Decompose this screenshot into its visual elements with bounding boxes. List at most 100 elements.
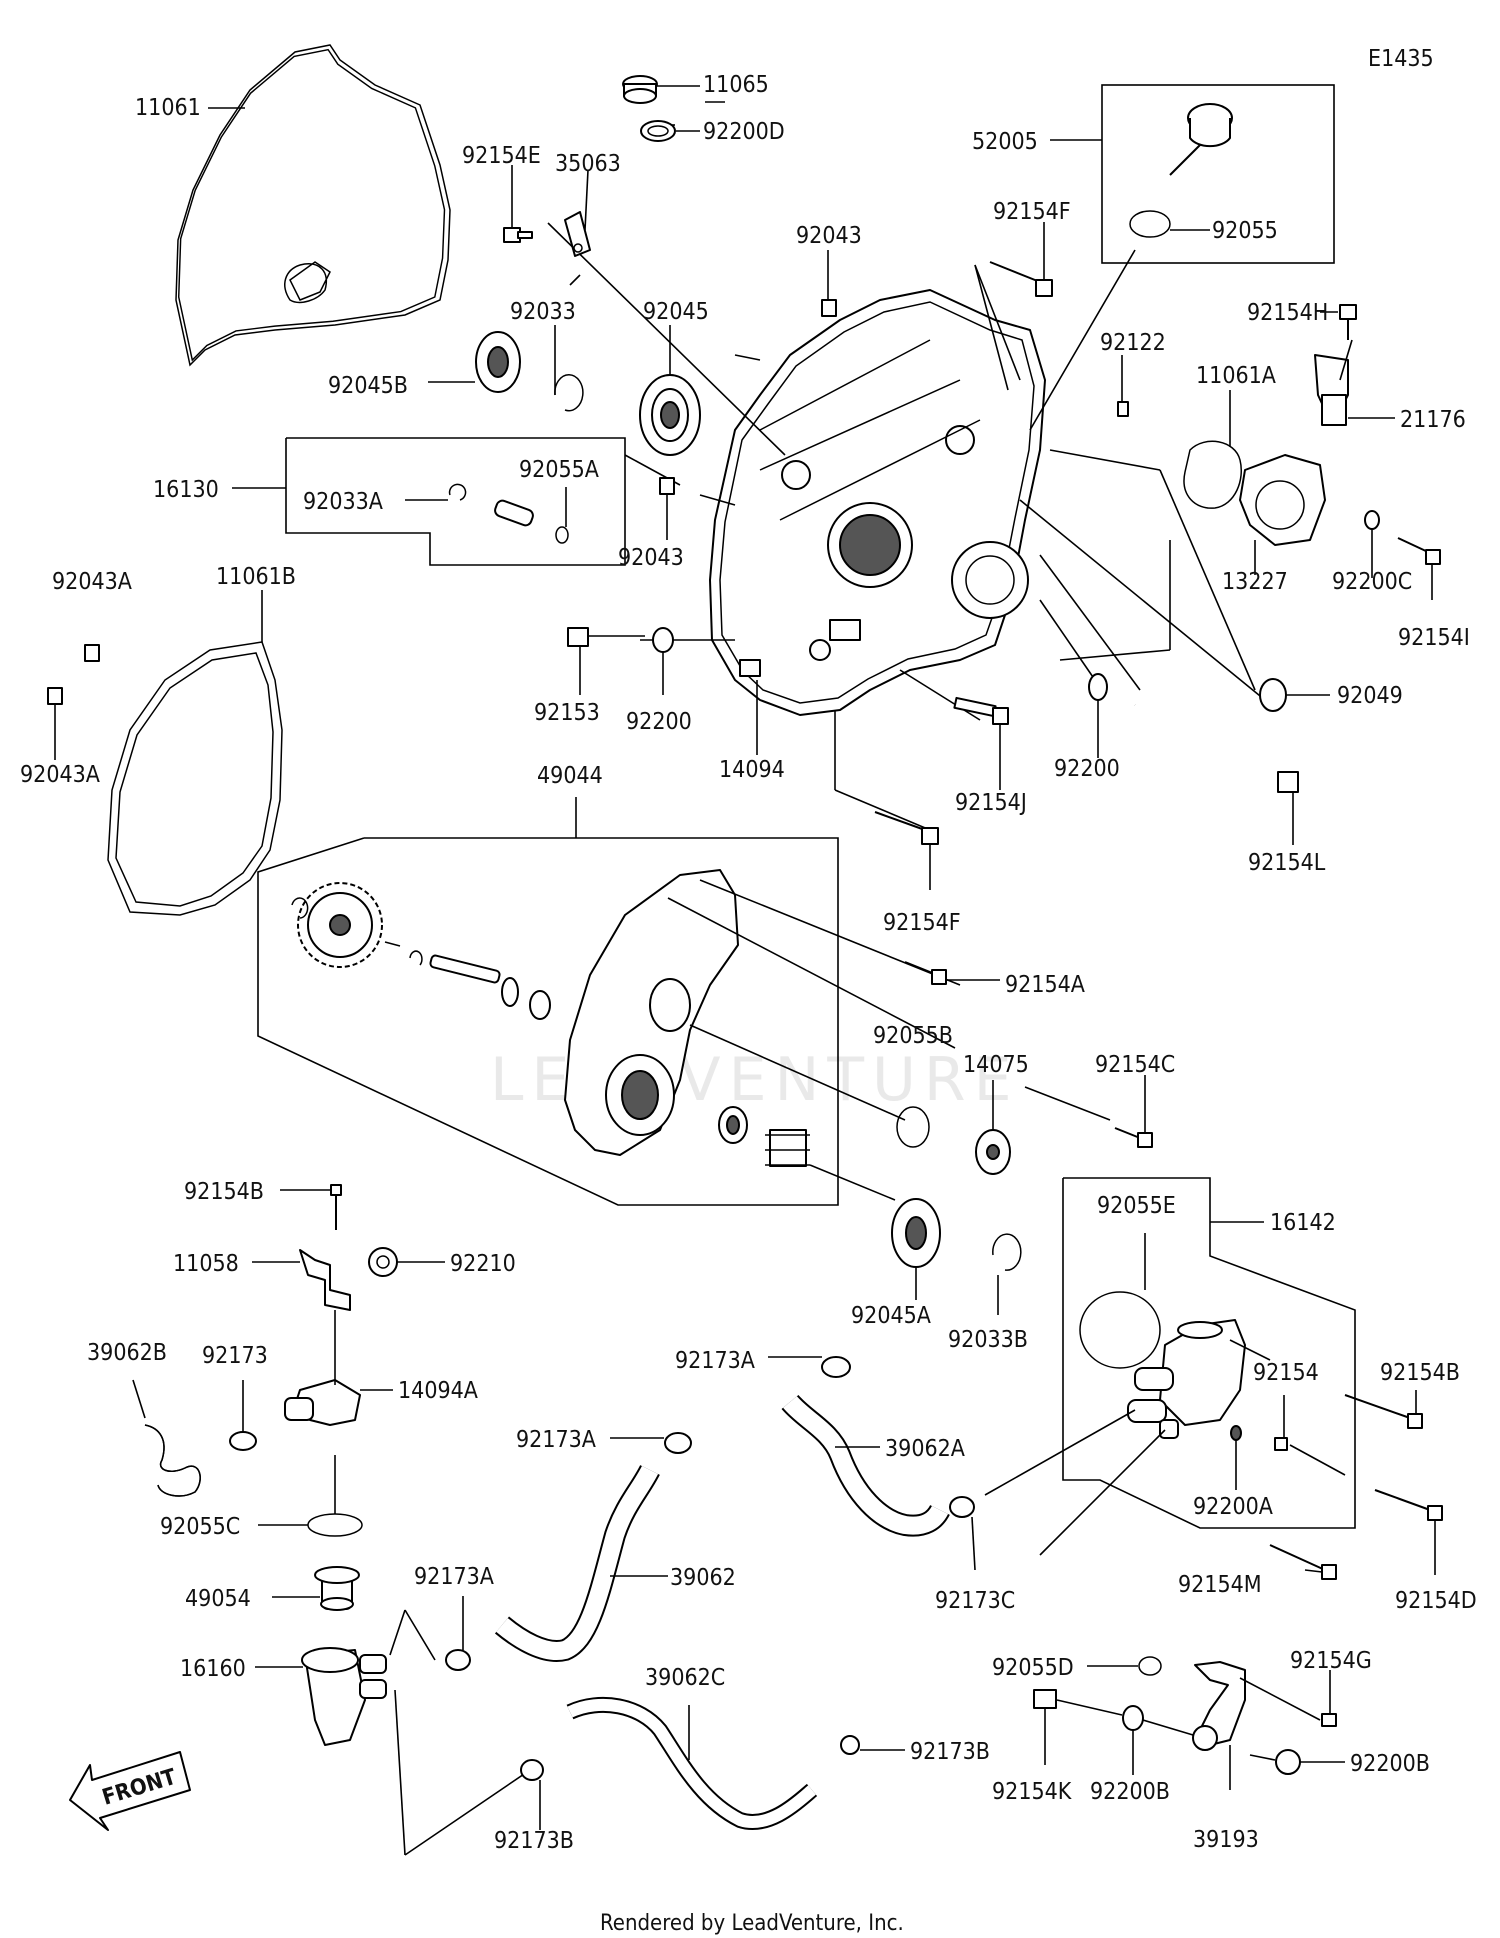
part-label: 92055D (992, 1655, 1074, 1681)
part-label: 92043A (52, 569, 132, 595)
part-label: 92154K (992, 1779, 1072, 1805)
part-label: 92055C (160, 1514, 240, 1540)
part-label: 92173C (935, 1588, 1015, 1614)
part-label: 92033B (948, 1327, 1028, 1353)
hose-39062b (132, 1379, 201, 1497)
bolt-92154k (1033, 1689, 1123, 1765)
bracket-35063 (564, 169, 591, 257)
part-label: 92154H (1247, 300, 1328, 326)
part-label: 92200 (626, 709, 692, 735)
part-label: 92154B (1380, 1360, 1460, 1386)
part-label: 92049 (1337, 683, 1403, 709)
impeller-49044 (765, 1129, 896, 1201)
dowel-92043-top (821, 250, 837, 317)
part-label: 21176 (1400, 407, 1466, 433)
part-label: 92055 (1212, 218, 1278, 244)
bearing-92045 (639, 325, 701, 456)
pipe-39193 (1142, 1661, 1321, 1790)
footer-credit: Rendered by LeadVenture, Inc. (600, 1911, 904, 1936)
thermostat-49054 (272, 1566, 360, 1611)
part-label: 49044 (537, 763, 603, 789)
part-label: 16142 (1270, 1210, 1336, 1236)
front-arrow-icon: FRONT (69, 1751, 191, 1831)
oring-92055 (1129, 210, 1210, 238)
gear-49044 (297, 882, 383, 968)
diagram-code: E1435 (1368, 46, 1434, 72)
oring-92055c (258, 1455, 363, 1537)
housing-14094a (284, 1310, 393, 1426)
part-label: 92033A (303, 489, 383, 515)
part-label: 14094 (719, 757, 785, 783)
circlip-92033 (554, 325, 584, 412)
bolt-92154l (1133, 702, 1299, 845)
washer-92200b-2 (1249, 1749, 1345, 1775)
bolt-92153 (567, 627, 645, 695)
part-label: 92154E (462, 143, 541, 169)
clamp-92173c (949, 1496, 976, 1571)
washer-14075 (975, 1080, 1011, 1175)
part-label: 92173B (494, 1828, 574, 1854)
gasket-11061b (107, 641, 283, 916)
part-label: 92045B (328, 373, 408, 399)
part-label: 92200B (1350, 1751, 1430, 1777)
crankcase-cover-14094 (709, 289, 1046, 716)
bearing-92045b (428, 331, 521, 393)
circlip-92033b (992, 1233, 1022, 1315)
group-box-16130 (232, 437, 626, 566)
part-label: 92055B (873, 1023, 953, 1049)
hose-39062c (566, 1696, 818, 1830)
bolt-92154f-lower (874, 811, 939, 890)
oil-filler-cap-52005 (1050, 103, 1233, 176)
bolt-92154i (1397, 537, 1441, 600)
part-label: 92045A (851, 1303, 931, 1329)
bolt-92154a (904, 961, 1000, 985)
part-label: 14075 (963, 1052, 1029, 1078)
part-label: 92173B (910, 1739, 990, 1765)
clamp-92173b-right (840, 1735, 905, 1755)
part-label: 92154D (1395, 1588, 1477, 1614)
part-label: 92200 (1054, 756, 1120, 782)
dowel-92043a-1 (84, 644, 100, 662)
part-label: 92200D (703, 119, 785, 145)
part-label: 92055A (519, 457, 599, 483)
part-label: 92154B (184, 1179, 264, 1205)
bolt-92154b-left (280, 1184, 342, 1230)
part-label: 92200A (1193, 1494, 1273, 1520)
hose-39062a (781, 1394, 950, 1537)
nut-92210 (368, 1247, 445, 1277)
part-label: 92200C (1332, 569, 1412, 595)
part-label: 14094A (398, 1378, 478, 1404)
bolt-92154f-upper (989, 222, 1053, 297)
part-label: 92045 (643, 299, 709, 325)
washer-92200-right (1088, 673, 1108, 758)
part-label: 92210 (450, 1251, 516, 1277)
oring-92055a (555, 487, 569, 544)
part-label: 13227 (1222, 569, 1288, 595)
clamp-92173a-3 (445, 1596, 471, 1671)
part-label: 11061 (135, 95, 201, 121)
gasket-11061a (1183, 390, 1242, 509)
clamp-92173 (229, 1380, 257, 1451)
part-label: 92154I (1398, 625, 1470, 651)
part-label: 92154G (1290, 1648, 1372, 1674)
washer-92200a (1230, 1425, 1242, 1490)
oring-92055b (896, 1106, 930, 1148)
thermostat-housing-16160 (255, 1609, 531, 1856)
part-label: 92200B (1090, 1779, 1170, 1805)
clamp-92173b-left (520, 1759, 544, 1830)
part-label: 39062 (670, 1565, 736, 1591)
bracket-11058 (252, 1249, 351, 1311)
part-label: 11065 (703, 72, 769, 98)
part-label: 92173 (202, 1343, 268, 1369)
part-label: 92173A (516, 1427, 596, 1453)
part-label: 35063 (555, 151, 621, 177)
pin-92122 (1117, 355, 1129, 417)
part-label: 92173A (414, 1564, 494, 1590)
part-label: 92033 (510, 299, 576, 325)
part-label: 92153 (534, 700, 600, 726)
housing-13227 (1239, 454, 1326, 575)
cap-11065 (622, 75, 700, 104)
group-box-52005 (1101, 84, 1335, 264)
